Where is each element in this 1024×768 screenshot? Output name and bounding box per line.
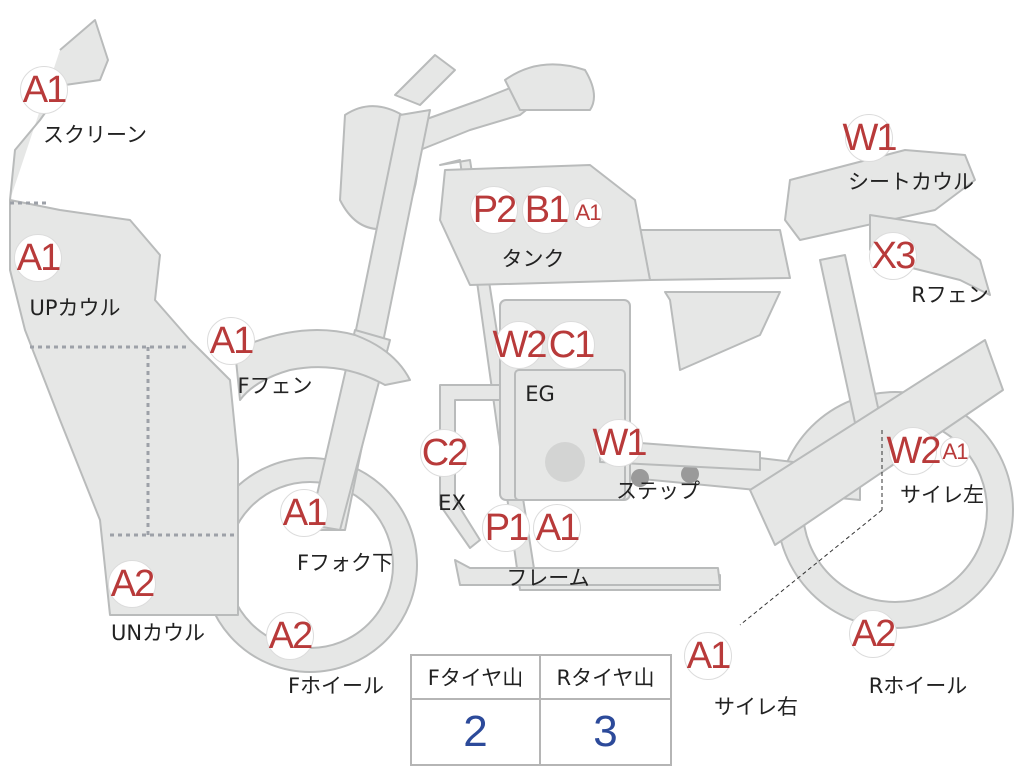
fairing — [9, 19, 239, 616]
damage-code-badge: W1 — [843, 114, 898, 162]
front-fender — [234, 329, 411, 401]
seat — [639, 229, 791, 281]
seat-cowl — [784, 149, 976, 241]
damage-code-badge: A1 — [280, 489, 328, 537]
damage-code-badge: P2 — [470, 186, 518, 234]
part-label-upcowl: UPカウル — [29, 296, 121, 320]
part-label-rwheel: Rホイール — [868, 674, 968, 698]
front-tire-header: Fタイヤ山 — [412, 656, 541, 700]
damage-code-badge: A1 — [573, 198, 603, 228]
part-label-screen: スクリーン — [43, 123, 147, 147]
part-label-seatcowl: シートカウル — [848, 170, 974, 194]
part-label-step: ステップ — [616, 479, 700, 503]
damage-code-badge: C2 — [420, 429, 468, 477]
damage-code-badge: W2 — [493, 321, 548, 369]
muffler — [749, 339, 1004, 546]
damage-code-badge: P1 — [482, 504, 530, 552]
damage-code-badge: W1 — [593, 419, 648, 467]
part-label-ffork: Fフォク下 — [296, 551, 394, 575]
damage-code-badge: A1 — [533, 504, 581, 552]
front-tire-value: 2 — [412, 700, 541, 764]
damage-code-badge: A1 — [14, 234, 62, 282]
damage-code-badge: A1 — [684, 632, 732, 680]
damage-code-badge: A1 — [940, 437, 970, 467]
damage-code-badge: A1 — [20, 66, 68, 114]
part-label-muffler_l: サイレ左 — [900, 483, 984, 507]
damage-code-badge: A2 — [266, 612, 314, 660]
part-label-muffler_r: サイレ右 — [714, 695, 798, 719]
damage-code-badge: C1 — [547, 321, 595, 369]
damage-code-badge: B1 — [522, 186, 570, 234]
part-label-uncowl: UNカウル — [110, 621, 206, 645]
damage-code-badge: W2 — [887, 427, 942, 475]
damage-code-badge: X3 — [869, 232, 917, 280]
part-label-fwheel: Fホイール — [287, 674, 385, 698]
part-label-frame: フレーム — [506, 566, 590, 590]
rear-tire-value: 3 — [593, 707, 618, 756]
rear-tire-header: Rタイヤ山 — [541, 656, 670, 700]
tire-tread-table: Fタイヤ山 Rタイヤ山 2 3 — [410, 654, 672, 766]
part-label-rfender: Rフェン — [911, 283, 989, 307]
damage-code-badge: A2 — [849, 610, 897, 658]
part-label-tank: タンク — [501, 247, 565, 271]
part-label-eg: EG — [525, 382, 555, 406]
damage-code-badge: A1 — [207, 317, 255, 365]
damage-code-badge: A2 — [108, 560, 156, 608]
part-label-ffender: Fフェン — [237, 374, 313, 398]
part-label-ex: EX — [438, 491, 466, 515]
